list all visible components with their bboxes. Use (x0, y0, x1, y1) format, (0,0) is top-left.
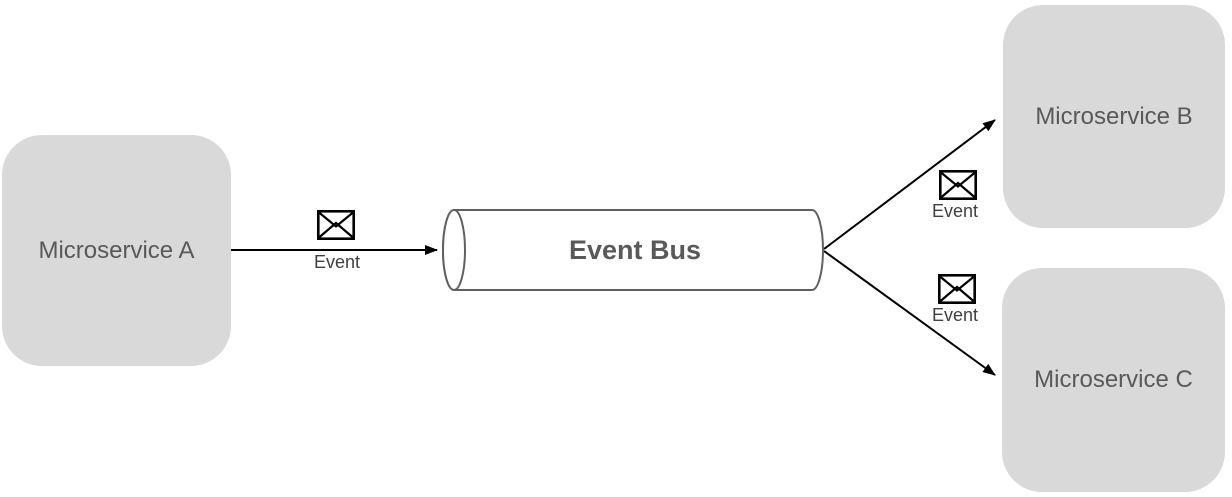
node-microservice-c-label: Microservice C (1034, 366, 1193, 393)
envelope-icon (316, 209, 356, 240)
envelope-icon (937, 273, 977, 304)
event-bus-label: Event Bus (568, 234, 702, 265)
edge-bus-to-c-line (823, 250, 996, 376)
node-microservice-c: Microservice C (1002, 268, 1225, 492)
edge-bus-to-b-line (823, 119, 996, 250)
node-microservice-a-label: Microservice A (38, 236, 195, 264)
edge-label-a-to-bus: Event (313, 252, 361, 272)
node-microservice-a: Microservice A (2, 135, 231, 366)
edge-label-bus-to-b: Event (931, 201, 979, 221)
node-microservice-b-label: Microservice B (1035, 102, 1193, 130)
envelope-icon (938, 169, 978, 200)
edge-label-bus-to-c: Event (931, 305, 979, 325)
event-bus-cylinder-shape (442, 209, 824, 291)
node-microservice-b: Microservice B (1003, 5, 1225, 228)
